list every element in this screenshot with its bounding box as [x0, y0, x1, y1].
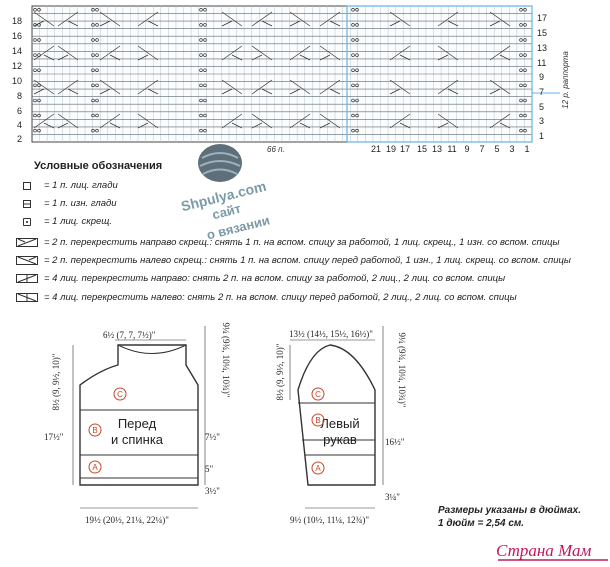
row-label-right: 5: [539, 102, 544, 112]
legend-item: = 4 лиц. перекрестить направо: снять 2 п…: [16, 273, 505, 284]
legend-text: = 1 п. изн. глади: [44, 198, 117, 209]
legend-text: = 4 лиц. перекрестить направо: снять 2 п…: [44, 273, 506, 284]
sleeve-schematic: [289, 326, 384, 509]
yarn-ball-logo: [198, 144, 242, 182]
legend-item: = 1 п. изн. глади: [16, 198, 117, 209]
row-label-right: 11: [537, 58, 546, 68]
front-right-2: 7½": [205, 432, 220, 442]
sleeve-label: Левый: [320, 416, 359, 431]
cable-left-icon: [16, 293, 38, 302]
col-number: 19: [386, 144, 396, 154]
col-number: 3: [509, 144, 514, 154]
row-label-right: 3: [539, 116, 544, 126]
col-number: 7: [479, 144, 484, 154]
zone-marker: A: [315, 464, 321, 473]
front-top-width: 6½ (7, 7, 7½)": [103, 330, 156, 340]
row-label-left: 6: [17, 106, 22, 116]
row-label-right: 1: [539, 131, 544, 141]
cross-right-icon: [16, 238, 38, 247]
row-label-left: 10: [12, 76, 22, 86]
sleeve-right-1: 9¼ (9¾, 10¼, 10¾)": [397, 333, 407, 408]
cross-left-icon: [16, 256, 38, 265]
zone-marker: B: [315, 416, 320, 425]
front-right-4: 3½": [205, 486, 220, 496]
zone-marker: C: [117, 390, 123, 399]
front-right-3: 5": [205, 464, 214, 474]
col-number: 21: [371, 144, 381, 154]
row-label-right: 7: [539, 87, 544, 97]
row-label-right: 9: [539, 72, 544, 82]
row-label-left: 14: [12, 46, 22, 56]
legend-title: Условные обозначения: [34, 160, 163, 172]
front-right-1: 9¼ (9¾, 10¼, 10¾)": [221, 323, 231, 398]
repeat-label: 12 р. раппорта: [561, 51, 570, 109]
units-footnote: Размеры указаны в дюймах. 1 дюйм = 2,54 …: [438, 504, 581, 530]
legend-text: = 2 п. перекрестить налево скрещ.: снять…: [44, 255, 571, 266]
sleeve-label: рукав: [323, 432, 357, 447]
zone-marker: A: [92, 463, 98, 472]
col-number: 5: [494, 144, 499, 154]
row-label-left: 2: [17, 134, 22, 144]
dash-square-icon: [16, 199, 38, 208]
front-bottom-width: 19½ (20½, 21¼, 22¼)": [85, 515, 169, 525]
twist-square-icon: [16, 217, 38, 226]
col-number: 13: [432, 144, 442, 154]
empty-square-icon: [16, 181, 38, 190]
cable-right-icon: [16, 274, 38, 283]
front-label: и спинка: [111, 432, 164, 447]
legend-text: = 1 п. лиц. глади: [44, 180, 118, 191]
footnote-line: 1 дюйм = 2,54 см.: [438, 518, 525, 529]
stitch-chart-grid: [31, 5, 560, 143]
legend-item: = 2 п. перекрестить направо скрещ.: снят…: [16, 237, 559, 248]
legend-item: = 1 п. лиц. глади: [16, 180, 118, 191]
footnote-line: Размеры указаны в дюймах.: [438, 505, 581, 516]
legend-text: = 1 лиц. скрещ.: [44, 216, 112, 227]
legend-item: = 2 п. перекрестить налево скрещ.: снять…: [16, 255, 571, 266]
sleeve-left-upper: 8½ (9, 9½, 10)": [275, 343, 285, 400]
legend-text: = 2 п. перекрестить направо скрещ.: снят…: [44, 237, 560, 248]
row-label-left: 12: [12, 61, 22, 71]
row-label-left: 4: [17, 120, 22, 130]
row-label-right: 17: [537, 13, 547, 23]
row-label-right: 13: [537, 43, 547, 53]
brand-logo: Страна Мам: [496, 541, 592, 560]
col-number: 9: [464, 144, 469, 154]
sleeve-right-2: 16½": [385, 437, 405, 447]
row-label-left: 18: [12, 16, 22, 26]
sleeve-bottom-width: 9½ (10½, 11¼, 12¾)": [290, 515, 369, 525]
front-schematic: [72, 326, 206, 509]
sleeve-top-width: 13½ (14½, 15½, 16½)": [289, 329, 373, 339]
stitch-count-label: 66 п.: [267, 145, 285, 154]
legend-item: = 4 лиц. перекрестить налево: снять 2 п.…: [16, 292, 517, 303]
front-left-upper: 8½ (9, 9½, 10)": [51, 353, 61, 410]
zone-marker: C: [315, 390, 321, 399]
col-number: 1: [524, 144, 529, 154]
zone-marker: B: [92, 426, 97, 435]
legend-item: = 1 лиц. скрещ.: [16, 216, 112, 227]
sleeve-right-3: 3¼": [385, 492, 400, 502]
front-left-lower: 17½": [44, 432, 64, 442]
col-number: 15: [417, 144, 427, 154]
row-label-left: 8: [17, 91, 22, 101]
col-number: 11: [447, 144, 456, 154]
row-label-right: 15: [537, 28, 547, 38]
col-number: 17: [400, 144, 410, 154]
row-label-left: 16: [12, 31, 22, 41]
legend-text: = 4 лиц. перекрестить налево: снять 2 п.…: [44, 292, 517, 303]
front-label: Перед: [118, 416, 157, 431]
